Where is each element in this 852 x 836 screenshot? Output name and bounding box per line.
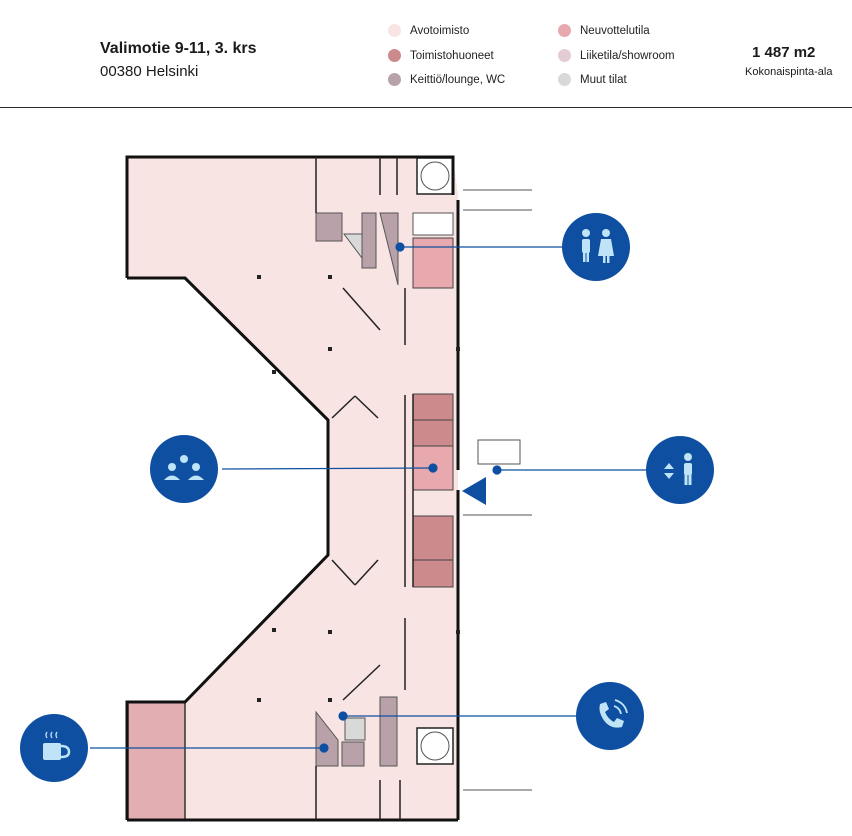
phone-booth-callout	[576, 682, 644, 750]
legend-swatch	[558, 73, 571, 86]
legend-item-neuvottelutila: Neuvottelutila	[558, 24, 650, 37]
stair-core-bottom	[416, 727, 454, 765]
wc-block	[341, 741, 365, 767]
entrance-arrow	[462, 477, 486, 505]
elevator-callout	[646, 436, 714, 504]
legend-swatch	[388, 24, 401, 37]
phone-booth-icon	[599, 699, 628, 728]
office-room	[412, 393, 454, 421]
service-room	[412, 212, 454, 236]
other-space	[344, 717, 366, 741]
legend-label: Liiketila/showroom	[580, 49, 675, 62]
showroom-room	[127, 701, 186, 821]
restroom-icon	[582, 229, 614, 263]
coffee-callout	[20, 714, 88, 782]
wc-block	[361, 212, 377, 269]
legend-label: Toimistohuoneet	[410, 49, 494, 62]
meeting-room-callout	[150, 435, 218, 503]
coffee-icon	[43, 731, 71, 760]
total-area-value: 1 487 m2	[752, 44, 816, 61]
exterior-walls	[125, 155, 460, 822]
legend-item-liiketila: Liiketila/showroom	[558, 49, 675, 62]
office-room	[412, 419, 454, 447]
legend-swatch	[558, 49, 571, 62]
header: Valimotie 9-11, 3. krs 00380 Helsinki Av…	[0, 0, 852, 108]
office-room	[412, 559, 454, 588]
wc-block	[379, 696, 398, 767]
stair-core-top	[416, 157, 454, 195]
elevator-icon	[664, 453, 692, 485]
meeting-room-icon	[164, 455, 204, 480]
kitchen-area	[315, 212, 343, 242]
legend-swatch	[388, 73, 401, 86]
legend-label: Keittiö/lounge, WC	[410, 73, 506, 86]
legend-label: Neuvottelutila	[580, 24, 650, 37]
address-line-1: Valimotie 9-11, 3. krs	[100, 40, 257, 57]
callout-lines	[90, 242, 650, 753]
total-area-label: Kokonaispinta-ala	[745, 66, 833, 78]
legend-item-avotoimisto: Avotoimisto	[388, 24, 469, 37]
legend-item-toimistohuoneet: Toimistohuoneet	[388, 49, 494, 62]
structural-columns	[257, 275, 460, 702]
office-room	[412, 515, 454, 561]
meeting-room-top	[412, 237, 454, 289]
interior-walls	[315, 157, 414, 820]
legend-swatch	[388, 49, 401, 62]
entrance-lines	[463, 189, 532, 791]
address-line-2: 00380 Helsinki	[100, 63, 199, 80]
legend-item-muut-tilat: Muut tilat	[558, 73, 627, 86]
spiral-stair	[420, 731, 450, 761]
spiral-stair	[420, 161, 450, 191]
legend-swatch	[558, 24, 571, 37]
restroom-callout	[562, 213, 630, 281]
legend-item-keittio: Keittiö/lounge, WC	[388, 73, 505, 86]
legend-label: Avotoimisto	[410, 24, 470, 37]
legend-label: Muut tilat	[580, 73, 627, 86]
floor-plan	[20, 155, 714, 822]
open-office-floor	[127, 157, 458, 820]
